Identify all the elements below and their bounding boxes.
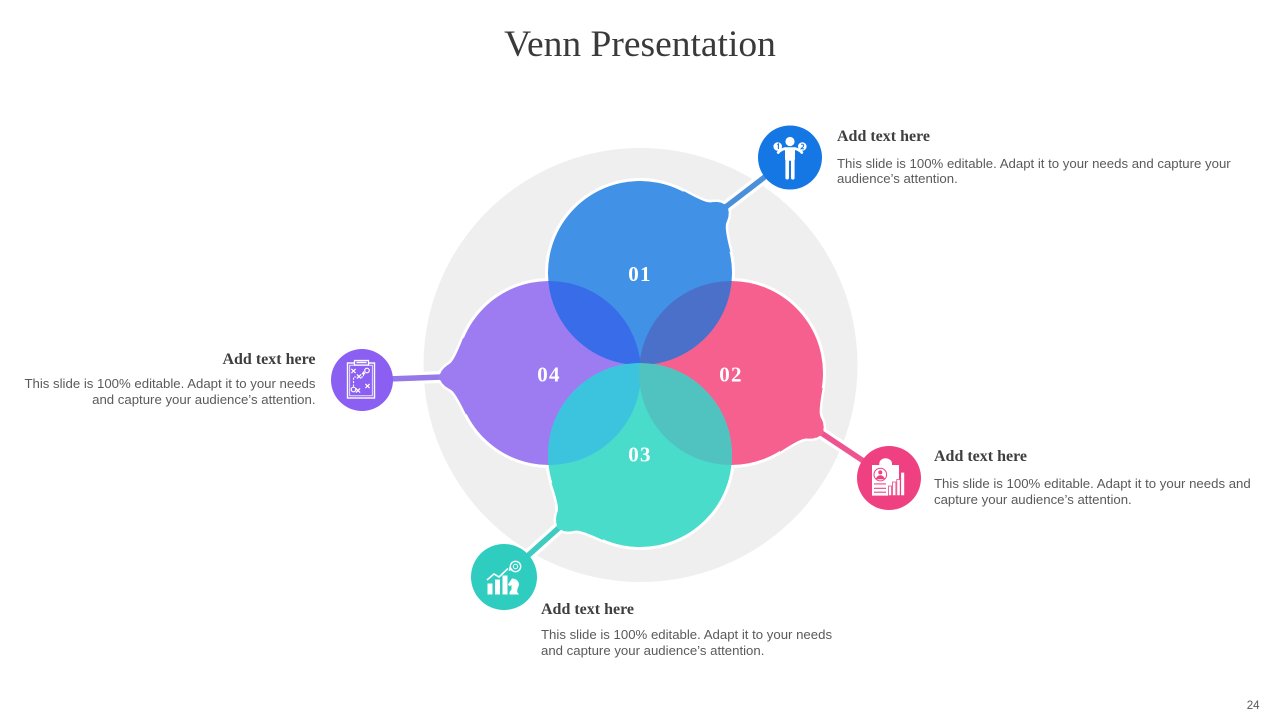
svg-text:02: 02 bbox=[719, 362, 742, 386]
svg-text:03: 03 bbox=[628, 442, 651, 466]
svg-text:04: 04 bbox=[537, 362, 560, 386]
svg-text:01: 01 bbox=[628, 262, 651, 286]
